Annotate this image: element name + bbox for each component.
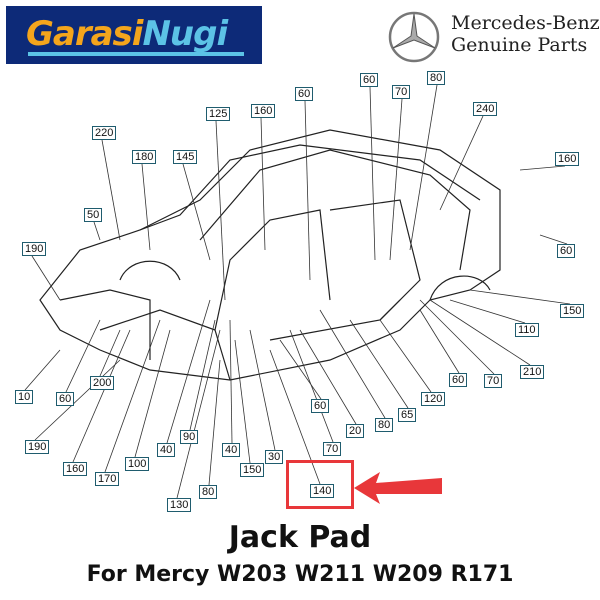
leader-line bbox=[419, 299, 495, 375]
product-title: Jack Pad bbox=[228, 520, 372, 555]
mercedes-star-icon bbox=[388, 11, 440, 63]
callout-label-125: 125 bbox=[206, 107, 231, 121]
callout-label-240: 240 bbox=[473, 102, 498, 116]
callout-label-150: 150 bbox=[240, 463, 265, 477]
leader-line bbox=[208, 359, 221, 486]
leader-line bbox=[319, 309, 386, 419]
callout-label-200: 200 bbox=[90, 376, 115, 390]
leader-line bbox=[429, 299, 531, 366]
callout-label-220: 220 bbox=[92, 126, 117, 140]
leader-line bbox=[389, 98, 403, 261]
leader-line bbox=[299, 329, 357, 425]
manufacturer-line1: Mercedes-Benz bbox=[451, 12, 600, 34]
leader-line bbox=[419, 309, 460, 374]
callout-label-150: 150 bbox=[560, 304, 585, 318]
red-arrow-icon bbox=[354, 472, 442, 504]
garasinugi-logo: GarasiNugi bbox=[6, 6, 262, 64]
leader-line bbox=[229, 319, 233, 444]
callout-label-170: 170 bbox=[95, 472, 120, 486]
leader-line bbox=[379, 319, 432, 393]
callout-label-160: 160 bbox=[555, 152, 580, 166]
callout-label-65: 65 bbox=[398, 408, 417, 422]
leader-line bbox=[234, 339, 251, 464]
callout-label-120: 120 bbox=[421, 392, 446, 406]
callout-label-60: 60 bbox=[56, 392, 75, 406]
leader-line bbox=[249, 329, 276, 451]
leader-line bbox=[260, 117, 266, 251]
callout-label-190: 190 bbox=[25, 440, 50, 454]
brand-underline bbox=[28, 52, 244, 56]
leader-line bbox=[279, 339, 322, 400]
leader-line bbox=[409, 84, 438, 251]
callout-label-70: 70 bbox=[323, 442, 342, 456]
leader-line bbox=[469, 289, 571, 305]
leader-line bbox=[101, 139, 121, 241]
callout-label-70: 70 bbox=[392, 85, 411, 99]
callout-label-30: 30 bbox=[265, 450, 284, 464]
callout-label-160: 160 bbox=[63, 462, 88, 476]
callout-label-80: 80 bbox=[427, 71, 446, 85]
callout-label-130: 130 bbox=[167, 498, 192, 512]
leader-line bbox=[134, 329, 171, 458]
brand-part2: Nugi bbox=[142, 14, 228, 54]
leader-line bbox=[176, 329, 221, 499]
callout-label-10: 10 bbox=[15, 390, 34, 404]
callout-label-40: 40 bbox=[222, 443, 241, 457]
leader-line bbox=[349, 319, 409, 409]
leader-line bbox=[215, 120, 226, 301]
callout-label-20: 20 bbox=[346, 424, 365, 438]
callout-label-60: 60 bbox=[557, 244, 576, 258]
callout-label-180: 180 bbox=[132, 150, 157, 164]
mercedes-genuine-parts: Mercedes-Benz Genuine Parts bbox=[451, 12, 600, 56]
product-subtitle: For Mercy W203 W211 W209 R171 bbox=[86, 562, 514, 587]
leader-line bbox=[449, 299, 526, 324]
callout-label-145: 145 bbox=[173, 150, 198, 164]
leader-line bbox=[24, 349, 61, 391]
callout-label-60: 60 bbox=[360, 73, 379, 87]
leader-line bbox=[99, 329, 121, 377]
leader-line bbox=[72, 329, 131, 463]
callout-label-160: 160 bbox=[251, 104, 276, 118]
callout-label-210: 210 bbox=[520, 365, 545, 379]
leader-line bbox=[519, 165, 566, 171]
jack-pad-highlight-box bbox=[286, 460, 354, 509]
callout-label-90: 90 bbox=[180, 430, 199, 444]
leader-line bbox=[304, 100, 311, 281]
callout-label-140: 140 bbox=[310, 484, 335, 498]
manufacturer-line2: Genuine Parts bbox=[451, 34, 588, 56]
callout-label-40: 40 bbox=[157, 443, 176, 457]
leader-line bbox=[439, 115, 484, 211]
leader-line bbox=[93, 221, 101, 241]
brand-part1: Garasi bbox=[26, 14, 143, 54]
callout-label-110: 110 bbox=[515, 323, 539, 337]
leader-line bbox=[104, 319, 161, 473]
leader-line bbox=[166, 299, 211, 444]
leader-line bbox=[189, 319, 216, 431]
leader-line bbox=[34, 359, 121, 441]
car-body-outline bbox=[39, 129, 501, 381]
callout-label-190: 190 bbox=[22, 242, 47, 256]
body-plug-diagram bbox=[24, 84, 571, 499]
callout-label-100: 100 bbox=[125, 457, 150, 471]
leader-line bbox=[141, 163, 151, 251]
callout-label-80: 80 bbox=[199, 485, 218, 499]
leader-line bbox=[31, 255, 61, 301]
callout-label-80: 80 bbox=[375, 418, 394, 432]
leader-line bbox=[65, 319, 101, 393]
callout-label-50: 50 bbox=[84, 208, 103, 222]
callout-label-60: 60 bbox=[311, 399, 330, 413]
leader-line bbox=[182, 163, 211, 261]
callout-label-70: 70 bbox=[484, 374, 503, 388]
callout-label-60: 60 bbox=[449, 373, 468, 387]
leader-line bbox=[369, 86, 376, 261]
leader-line bbox=[539, 234, 568, 245]
callout-label-60: 60 bbox=[295, 87, 314, 101]
